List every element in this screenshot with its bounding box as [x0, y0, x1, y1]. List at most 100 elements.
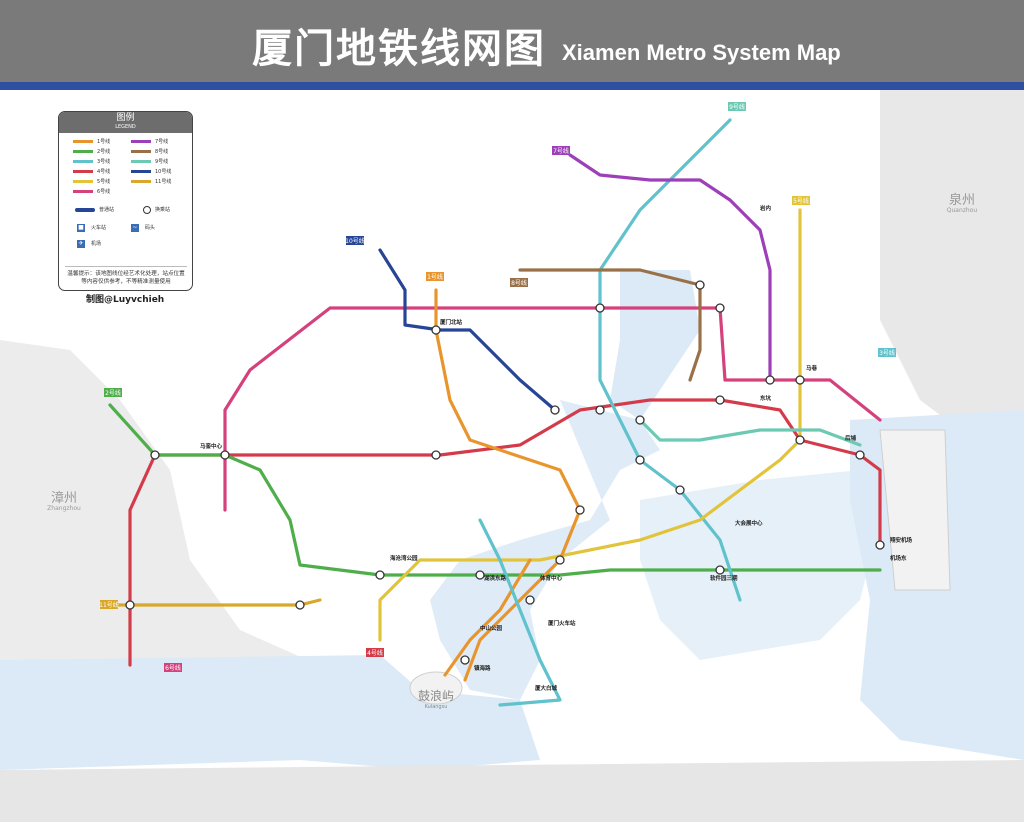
legend-subtitle: LEGEND	[115, 124, 136, 130]
transfer-station	[715, 303, 725, 313]
badge-line-8: 8号线	[511, 279, 527, 287]
legend-symbol-label: 换乘站	[155, 207, 171, 213]
transfer-station	[550, 405, 560, 415]
transfer-station	[375, 570, 385, 580]
transfer-stations[interactable]	[125, 280, 885, 665]
region-zhangzhou-en: Zhangzhou	[47, 505, 81, 512]
badge-line-2: 2号线	[105, 389, 121, 397]
transfer-station	[460, 655, 470, 665]
station-label: 厦门北站	[440, 318, 463, 326]
station-label: 中山公园	[480, 624, 503, 632]
legend-line-label: 2号线	[97, 149, 111, 155]
station-label: 湖滨东路	[484, 574, 507, 582]
map-title-chinese: 厦门地铁线网图	[252, 26, 546, 72]
transfer-station	[635, 415, 645, 425]
station-label: 翔安机场	[889, 536, 913, 544]
station-label: 东坑	[760, 394, 772, 402]
transfer-station	[715, 565, 725, 575]
station-label: 后埔	[845, 434, 857, 442]
badge-line-6: 6号线	[165, 664, 181, 672]
badge-line-11: 11号线	[99, 601, 119, 609]
region-labels: 泉州 Quanzhou 漳州 Zhangzhou 鼓浪屿 Kulangsu	[47, 192, 977, 710]
line-9	[638, 418, 862, 447]
legend-line-label: 11号线	[155, 179, 172, 185]
badge-line-7: 7号线	[553, 147, 569, 155]
transfer-station	[150, 450, 160, 460]
header-rule	[0, 82, 1024, 90]
transfer-station	[635, 455, 645, 465]
transfer-station	[575, 505, 585, 515]
region-kulangsu: 鼓浪屿	[418, 688, 454, 703]
transfer-station	[525, 595, 535, 605]
transfer-station	[295, 600, 305, 610]
legend-line-label: 8号线	[155, 149, 169, 155]
transfer-station	[595, 303, 605, 313]
region-quanzhou: 泉州	[949, 192, 975, 208]
legend-line-swatch	[73, 140, 93, 143]
region-zhangzhou: 漳州	[51, 490, 77, 506]
station-label: 马銮中心	[200, 442, 223, 450]
legend-symbol-label: 机场	[91, 241, 102, 247]
region-kulangsu-en: Kulangsu	[425, 704, 448, 710]
legend-line-label: 3号线	[97, 159, 111, 165]
legend-station-icon	[75, 208, 95, 212]
region-quanzhou-en: Quanzhou	[947, 207, 978, 214]
transfer-station	[795, 375, 805, 385]
legend-line-swatch	[131, 150, 151, 153]
station-label: 海沧湾公园	[390, 554, 418, 562]
line-badges: 1号线 2号线 3号线 4号线 5号线 6号线 7号线 8号线 9号线 10号线…	[99, 102, 896, 672]
line-11	[108, 598, 322, 607]
badge-line-3: 3号线	[879, 349, 895, 357]
station-label: 马巷	[806, 364, 818, 372]
station-label: 大会展中心	[735, 519, 763, 527]
station-label: 厦大白城	[535, 684, 558, 692]
transfer-station	[125, 600, 135, 610]
badge-line-9: 9号线	[729, 103, 745, 111]
transfer-station-icon	[143, 206, 151, 214]
map-title-english: Xiamen Metro System Map	[562, 40, 841, 65]
legend-line-swatch	[131, 180, 151, 183]
station-label: 镇海路	[474, 664, 491, 672]
legend-panel: 图例 LEGEND 1号线 2号线 3号线 4号线 5号线 6号线 7号线 8号…	[58, 111, 193, 291]
badge-line-1: 1号线	[427, 273, 443, 281]
header-bar	[0, 0, 1024, 82]
transfer-station	[555, 555, 565, 565]
train-icon: ■	[77, 224, 85, 232]
badge-line-10: 10号线	[345, 237, 365, 245]
legend-line-label: 4号线	[97, 169, 111, 175]
legend-line-label: 1号线	[97, 139, 111, 145]
legend-line-label: 10号线	[155, 169, 172, 175]
line-1	[434, 288, 582, 682]
line-3-west	[478, 518, 562, 707]
legend-line-label: 6号线	[97, 189, 111, 195]
transfer-station	[795, 435, 805, 445]
legend-line-swatch	[131, 170, 151, 173]
transfer-station	[715, 395, 725, 405]
legend-symbol-label: 火车站	[91, 225, 107, 231]
station-label: 软件园三期	[710, 574, 738, 582]
transfer-station	[431, 450, 441, 460]
legend-line-label: 5号线	[97, 179, 111, 185]
airport-icon: ✈	[77, 240, 85, 248]
transfer-station	[475, 570, 485, 580]
station-labels: 翔安机场 机场东 后埔 马巷 东坑 体育中心 厦门火车站 大会展中心 马銮中心 …	[200, 204, 913, 692]
legend-line-swatch	[131, 140, 151, 143]
station-label: 厦门火车站	[548, 619, 576, 627]
legend-line-label: 9号线	[155, 159, 169, 165]
legend-line-swatch	[73, 180, 93, 183]
transfer-station	[431, 325, 441, 335]
legend-note: 温馨提示：该地图线位经艺术化处理，站点位置等内容仅供参考，不等精准测量使用	[65, 266, 187, 286]
line-7	[568, 153, 772, 382]
ferry-icon: ~	[131, 224, 139, 232]
transfer-station	[220, 450, 230, 460]
station-label: 岩内	[759, 204, 772, 212]
legend-header: 图例 LEGEND	[59, 112, 192, 133]
badge-line-5: 5号线	[793, 197, 809, 205]
legend-title: 图例	[116, 113, 135, 123]
transfer-station	[595, 405, 605, 415]
legend-symbol-label: 普通站	[99, 207, 115, 213]
legend-line-swatch	[73, 170, 93, 173]
transfer-station	[695, 280, 705, 290]
transfer-station	[855, 450, 865, 460]
legend-line-swatch	[73, 150, 93, 153]
